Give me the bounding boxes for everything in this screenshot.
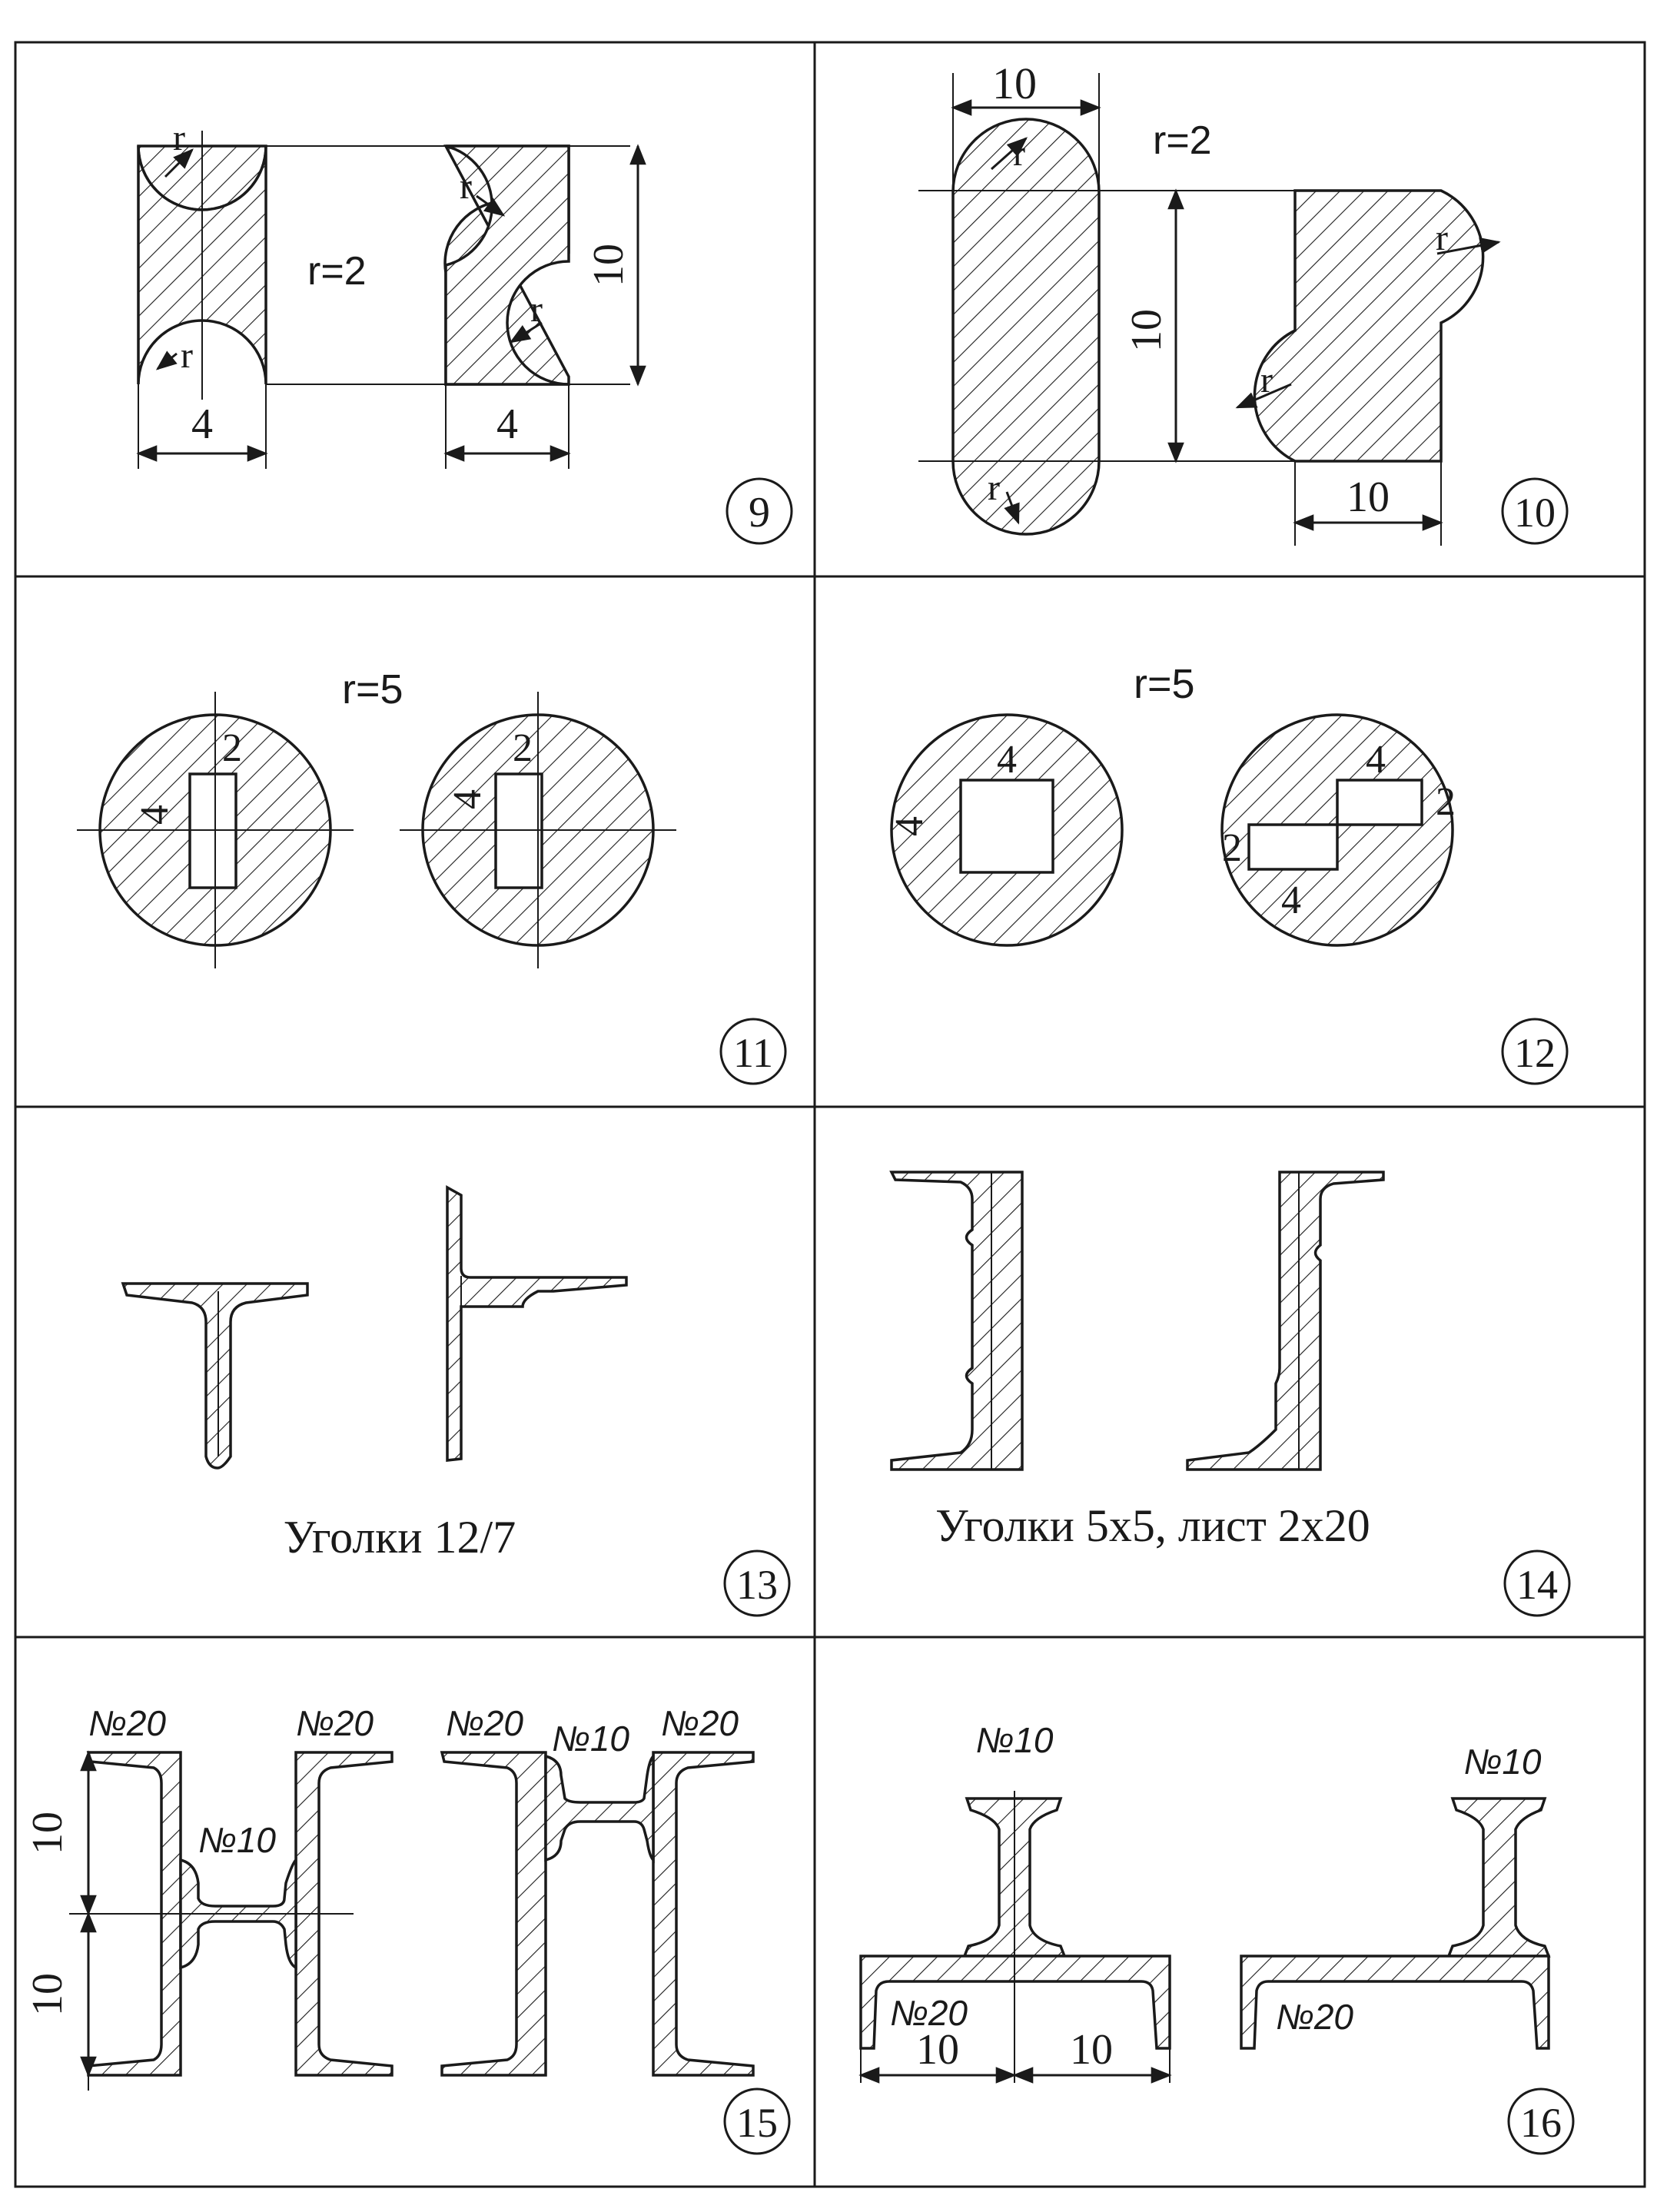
dim-height: 10 — [1123, 309, 1171, 352]
panel-number: 11 — [733, 1030, 773, 1076]
sq-h: 4 — [888, 816, 931, 836]
panel-10: 10 r=2 10 10 r r r r 10 — [918, 58, 1569, 546]
label-ch-right: №20 — [1276, 1997, 1353, 2037]
channel-16b — [1240, 1955, 1550, 2050]
channel-3 — [440, 1751, 547, 2077]
label-ch-left: №20 — [88, 1703, 166, 1743]
label-ch-left2: №20 — [446, 1703, 523, 1743]
panel-11: r=5 2 4 2 4 11 — [77, 666, 787, 1085]
panel-number: 14 — [1516, 1562, 1558, 1608]
dim-b: 2 — [1436, 780, 1456, 824]
panel-number: 9 — [749, 489, 770, 536]
dim-d: 4 — [1281, 878, 1301, 922]
section-13a — [121, 1282, 309, 1470]
panel-16: №10 №20 №10 №20 10 10 16 — [858, 1720, 1575, 2155]
section-10b — [1253, 189, 1485, 463]
panel-number: 16 — [1520, 2100, 1562, 2146]
label-ch-left: №20 — [890, 1993, 968, 2033]
section-14a — [889, 1171, 1024, 1471]
h-label: 4 — [446, 789, 490, 809]
dim-r: 10 — [1070, 2026, 1113, 2074]
dim-bottom: 10 — [24, 1973, 71, 2016]
radius-label: r=5 — [1134, 661, 1195, 707]
dim-right: 4 — [496, 400, 518, 448]
r-label: r — [181, 335, 193, 376]
panel-number: 13 — [736, 1562, 778, 1608]
dim-c: 2 — [1222, 826, 1242, 870]
label-ib-right: №10 — [1464, 1742, 1542, 1782]
dim-l: 10 — [916, 2026, 959, 2074]
dim-a: 4 — [1366, 738, 1386, 782]
ibeam-16b — [1446, 1797, 1551, 1958]
dim-height: 10 — [585, 244, 633, 287]
ibeam-right — [544, 1752, 655, 1864]
w-label: 2 — [513, 726, 533, 770]
r-label: r — [173, 118, 185, 158]
h-label: 4 — [133, 805, 177, 825]
dim-top: 10 — [24, 1812, 71, 1855]
panel-14: Уголки 5x5, лист 2x20 14 — [889, 1171, 1571, 1617]
dim-bottom: 10 — [1347, 473, 1390, 521]
dim-left: 4 — [191, 400, 213, 448]
panel-number: 10 — [1514, 490, 1556, 536]
section-14b — [1186, 1171, 1385, 1471]
grid-frame — [14, 41, 1646, 2188]
label-ib-left: №10 — [198, 1820, 276, 1860]
channel-16a — [859, 1955, 1171, 2050]
panel-13: Уголки 12/7 13 — [121, 1185, 791, 1617]
r-label: r — [460, 166, 472, 207]
sq-w: 4 — [997, 738, 1017, 782]
caption: Уголки 12/7 — [284, 1512, 516, 1563]
r-label: r — [1013, 133, 1025, 174]
panel-9: r r r r r=2 10 4 4 9 — [136, 118, 793, 545]
section-13b — [446, 1185, 628, 1462]
r-label: r — [530, 289, 543, 330]
caption: Уголки 5x5, лист 2x20 — [935, 1500, 1370, 1551]
radius-label: r=5 — [342, 666, 403, 712]
radius-label: r=2 — [307, 249, 367, 294]
channel-4 — [652, 1751, 755, 2077]
label-ib-right: №10 — [552, 1719, 629, 1759]
section-10a — [951, 118, 1101, 536]
panel-12: r=5 4 4 4 2 2 4 12 — [888, 661, 1569, 1085]
label-ib-left: №10 — [976, 1720, 1054, 1760]
radius-label: r=2 — [1153, 118, 1212, 163]
r-label: r — [1260, 360, 1273, 400]
label-ch-right: №20 — [296, 1703, 374, 1743]
panel-15: №20 №20 №10 №20 №10 №20 10 10 15 — [24, 1703, 791, 2155]
r-label: r — [1436, 218, 1448, 258]
panel-number: 12 — [1514, 1030, 1556, 1076]
label-ch-right2: №20 — [661, 1703, 739, 1743]
r-label: r — [988, 467, 1000, 508]
panel-number: 15 — [736, 2100, 778, 2146]
w-label: 2 — [222, 726, 242, 770]
dim-top: 10 — [992, 58, 1037, 108]
